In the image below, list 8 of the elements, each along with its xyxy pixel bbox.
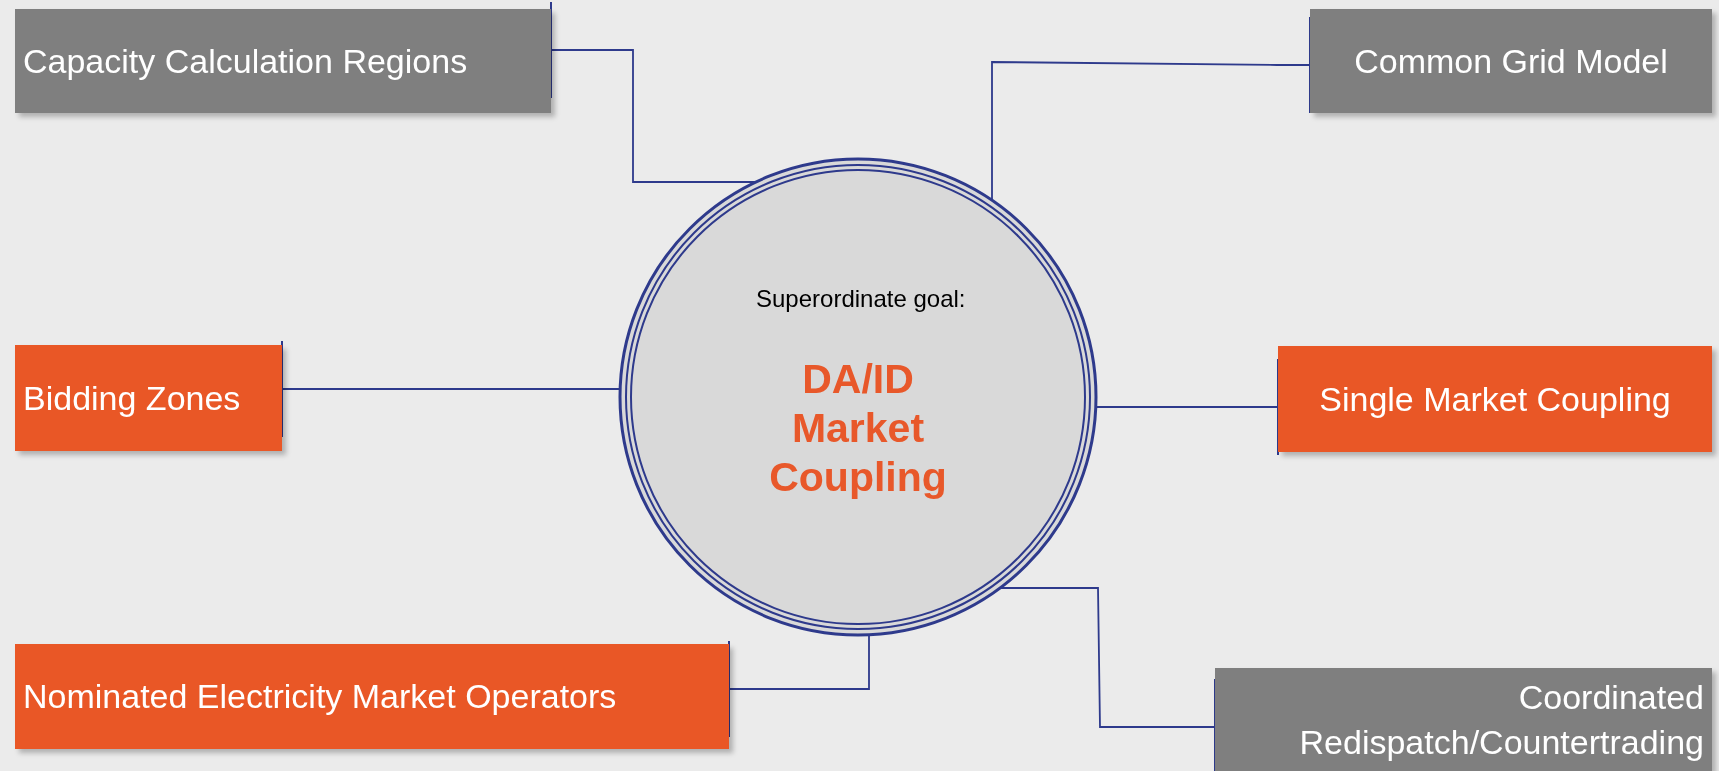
topic-box: Nominated Electricity Market Operators [15,644,729,749]
goal-title: DA/ID Market Coupling [768,355,948,503]
topic-box: Single Market Coupling [1278,346,1712,452]
goal-heading: Superordinate goal: [755,285,967,314]
topic-box: Capacity Calculation Regions [15,9,551,113]
topic-box: Coordinated Redispatch/Countertrading [1215,668,1712,771]
topic-box: Common Grid Model [1310,9,1712,113]
topic-box: Bidding Zones [15,345,282,451]
